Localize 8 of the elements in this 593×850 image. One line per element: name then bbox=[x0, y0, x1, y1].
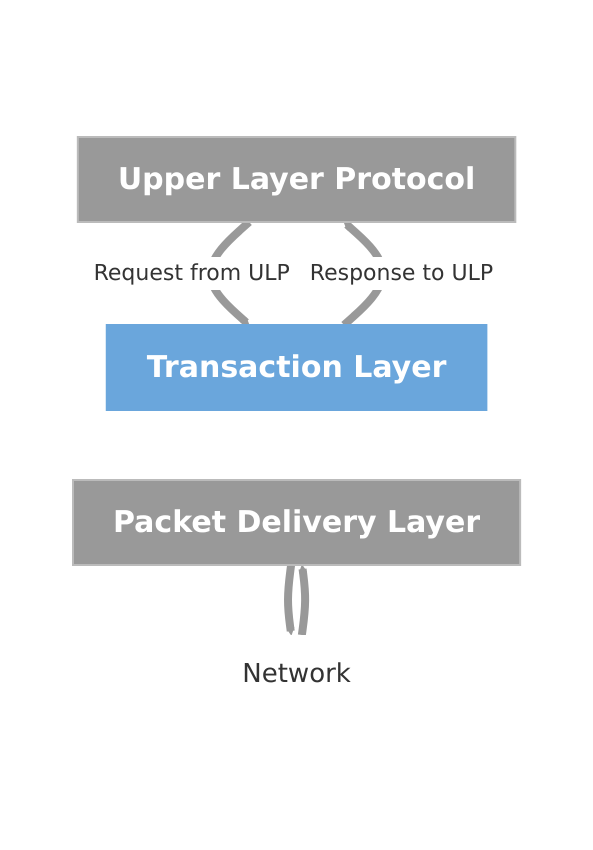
arrow bbox=[298, 564, 310, 636]
arrow bbox=[284, 564, 295, 635]
node-box: Transaction Layer bbox=[106, 324, 488, 410]
edge-label: Response to ULP bbox=[310, 260, 494, 286]
edge-label: Request from ULP bbox=[94, 260, 290, 286]
node-box: Packet Delivery Layer bbox=[72, 478, 522, 566]
node-box: Upper Layer Protocol bbox=[76, 136, 516, 222]
node-text: Network bbox=[242, 658, 351, 688]
